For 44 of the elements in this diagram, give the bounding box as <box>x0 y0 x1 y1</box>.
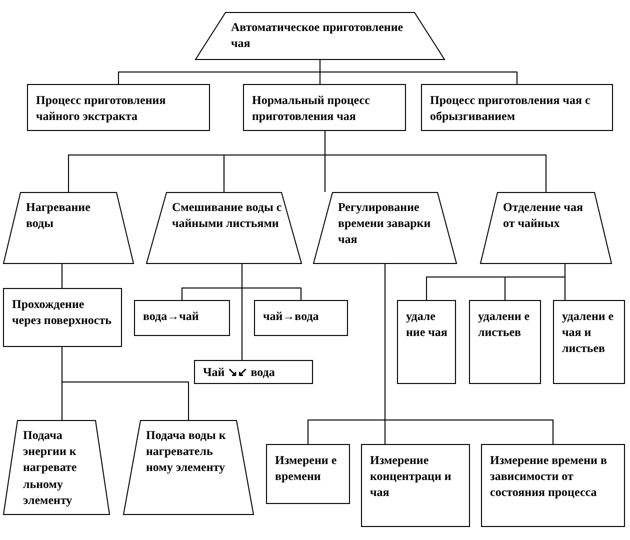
process-box <box>469 300 541 384</box>
process-box <box>421 84 613 131</box>
trapezoid-block <box>195 12 445 60</box>
box-label: Нормальный процесс приготовления чая <box>252 92 371 124</box>
box-label: Нагревание воды <box>26 199 92 232</box>
process-box <box>27 84 210 131</box>
box-label: удалени е чая и листьев <box>562 308 615 357</box>
box-label: Отделение чая от чайных <box>503 199 584 232</box>
box-label: Чай ↘↙ вода <box>203 364 276 380</box>
process-box <box>194 360 313 384</box>
process-box <box>3 288 122 347</box>
box-label: Автоматическое приготовление чая <box>231 19 404 52</box>
connector-line <box>324 130 546 192</box>
process-box <box>254 300 348 336</box>
box-label: Подача воды к нагреватель ному элементу <box>146 427 227 476</box>
box-label: Смешивание воды с чайными листьями <box>172 199 282 232</box>
box-label: Процесс приготовления чая с обрызгиванием <box>430 92 592 124</box>
trapezoid-block <box>313 192 457 264</box>
box-label: Процесс приготовления чайного экстракта <box>36 92 167 124</box>
trapezoid-block <box>123 420 254 515</box>
box-label: удале ние чая <box>406 308 448 340</box>
trapezoid-block <box>3 420 110 515</box>
process-box <box>481 444 625 527</box>
connector-line <box>320 60 518 84</box>
box-label: вода→чай <box>143 308 200 324</box>
process-box <box>553 300 625 384</box>
box-label: Измерени е времени <box>275 452 338 484</box>
box-label: чай→вода <box>263 308 320 324</box>
box-label: Регулирование времени заварки чая <box>338 199 432 248</box>
process-box <box>361 444 470 527</box>
process-box <box>243 84 406 131</box>
process-box <box>397 300 456 384</box>
connector-line <box>564 264 566 300</box>
trapezoid-block <box>480 192 612 264</box>
box-label: Измерение времени в зависимости от состояния процесса <box>490 452 608 501</box>
box-label: удалени е листьев <box>478 308 531 340</box>
process-box <box>134 300 230 336</box>
connector-line <box>62 346 189 420</box>
box-label: Измерение концентраци и чая <box>370 452 452 501</box>
box-label: Прохождение через поверхность <box>12 296 112 328</box>
box-label: Подача энергии к нагревате льному элементу <box>23 427 78 508</box>
trapezoid-block <box>3 192 134 264</box>
process-box <box>266 444 350 504</box>
trapezoid-block <box>146 192 302 264</box>
